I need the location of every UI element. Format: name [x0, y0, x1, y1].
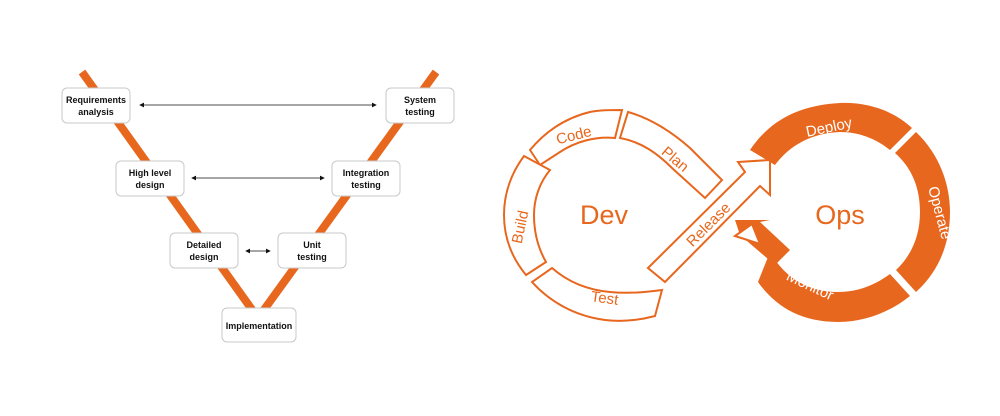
release-arrow-tail — [732, 222, 762, 246]
dev-loop — [502, 108, 771, 322]
requirements-analysis-box: Requirements analysis — [61, 87, 131, 124]
v-model: Requirements analysis High level design … — [61, 69, 455, 343]
high-level-design-line2: design — [135, 180, 164, 190]
implementation-box: Implementation — [221, 307, 297, 343]
requirements-analysis-line1: Requirements — [66, 95, 126, 105]
build-label: Build — [509, 209, 533, 245]
unit-testing-box: Unit testing — [277, 232, 347, 269]
integration-testing-box: Integration testing — [331, 160, 401, 197]
system-testing-box: System testing — [385, 87, 455, 124]
unit-testing-line1: Unit — [303, 240, 321, 250]
test-segment — [530, 266, 664, 322]
high-level-design-line1: High level — [129, 168, 172, 178]
system-testing-line1: System — [404, 95, 436, 105]
build-segment — [502, 154, 552, 277]
devops-infinity: Dev Ops Code Plan Build Test Release Dep… — [502, 102, 955, 322]
system-testing-line2: testing — [405, 107, 435, 117]
implementation-label: Implementation — [226, 321, 293, 331]
ops-loop — [750, 102, 950, 322]
monitor-segment — [758, 252, 910, 322]
operate-segment — [895, 132, 950, 292]
ops-cross-arrow — [735, 220, 790, 265]
detailed-design-line1: Detailed — [186, 240, 221, 250]
high-level-design-box: High level design — [115, 160, 185, 197]
detailed-design-line2: design — [189, 252, 218, 262]
test-label: Test — [590, 288, 620, 309]
plan-segment — [618, 110, 724, 200]
integration-testing-line1: Integration — [343, 168, 390, 178]
release-segment — [646, 158, 771, 284]
code-segment — [528, 108, 624, 167]
unit-testing-line2: testing — [297, 252, 327, 262]
detailed-design-box: Detailed design — [169, 232, 239, 269]
ops-label: Ops — [815, 200, 865, 230]
requirements-analysis-line2: analysis — [78, 107, 114, 117]
dev-label: Dev — [580, 200, 629, 230]
integration-testing-line2: testing — [351, 180, 381, 190]
deploy-segment — [750, 102, 912, 165]
